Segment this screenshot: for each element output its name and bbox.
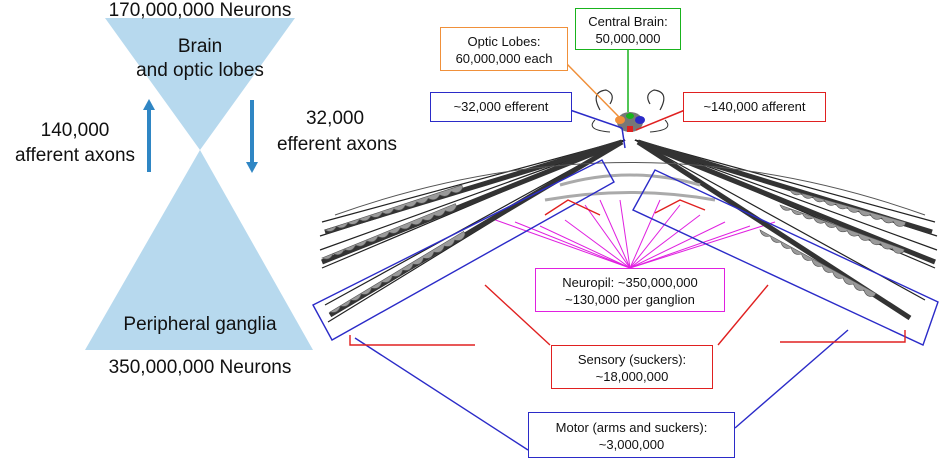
sensory-brackets xyxy=(349,199,906,346)
afferent-label: afferent axons xyxy=(14,145,136,166)
motor-count: ~3,000,000 xyxy=(598,437,665,452)
optic-lobes-box: Optic Lobes: 60,000,000 each xyxy=(440,27,568,71)
brain-label-line2: and optic lobes xyxy=(136,60,264,81)
efferent-connector xyxy=(569,109,623,129)
neuropil-count: Neuropil: ~350,000,000 xyxy=(562,275,698,290)
central-brain-box: Central Brain: 50,000,000 xyxy=(575,8,681,50)
sensory-box: Sensory (suckers): ~18,000,000 xyxy=(551,345,713,389)
lower-cone xyxy=(85,150,313,350)
neuropil-box: Neuropil: ~350,000,000 ~130,000 per gang… xyxy=(535,268,725,312)
ganglia-label: Peripheral ganglia xyxy=(123,314,277,335)
efferent-arrow-icon xyxy=(246,100,258,173)
ganglia-neuron-count: 350,000,000 Neurons xyxy=(108,357,292,378)
upper-cone xyxy=(105,18,295,150)
optic-lobes-title: Optic Lobes: xyxy=(467,34,541,49)
central-brain-count: 50,000,000 xyxy=(595,31,661,46)
efferent-label: efferent axons xyxy=(276,134,398,155)
optic-lobes-connector xyxy=(564,61,621,119)
afferent-connector xyxy=(635,109,686,131)
right-suckers xyxy=(759,189,907,297)
sensory-count: ~18,000,000 xyxy=(595,369,669,384)
optic-lobes-count: 60,000,000 each xyxy=(455,51,553,66)
left-suckers xyxy=(321,184,466,313)
afferent-arrow-icon xyxy=(143,99,155,172)
neuropil-lines xyxy=(489,199,776,269)
afferent-box: ~140,000 afferent xyxy=(683,92,826,122)
afferent-count: 140,000 xyxy=(40,120,110,141)
brain-neuron-count: 170,000,000 Neurons xyxy=(108,0,292,21)
motor-box: Motor (arms and suckers): ~3,000,000 xyxy=(528,412,735,458)
efferent-count: 32,000 xyxy=(305,108,365,129)
brain-icon xyxy=(591,89,669,133)
central-brain-title: Central Brain: xyxy=(588,14,668,29)
neuropil-per-ganglion: ~130,000 per ganglion xyxy=(565,292,695,307)
web-arcs xyxy=(334,162,926,216)
motor-title: Motor (arms and suckers): xyxy=(555,420,708,435)
sensory-title: Sensory (suckers): xyxy=(577,352,687,367)
motor-regions xyxy=(312,159,939,451)
brain-label-line1: Brain xyxy=(177,36,223,57)
efferent-box: ~32,000 efferent xyxy=(430,92,572,122)
